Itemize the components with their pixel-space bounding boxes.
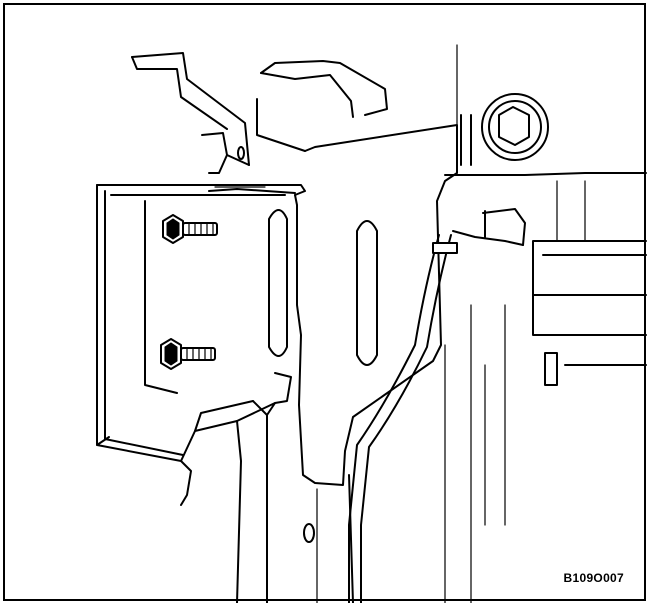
- mounting-plate: [268, 124, 458, 486]
- figure-code: B109O007: [563, 571, 624, 585]
- wiring-cable: [348, 230, 524, 603]
- upper-bracket: [256, 60, 388, 152]
- lower-frame: [236, 400, 354, 603]
- figure-frame: B109O007: [3, 3, 647, 603]
- upper-bolt: [162, 214, 218, 244]
- right-housing: [444, 44, 647, 603]
- upper-mounting-tab: [131, 52, 250, 174]
- lower-bolt: [160, 338, 216, 370]
- side-flange: [96, 184, 306, 506]
- bracket-illustration: [96, 44, 647, 603]
